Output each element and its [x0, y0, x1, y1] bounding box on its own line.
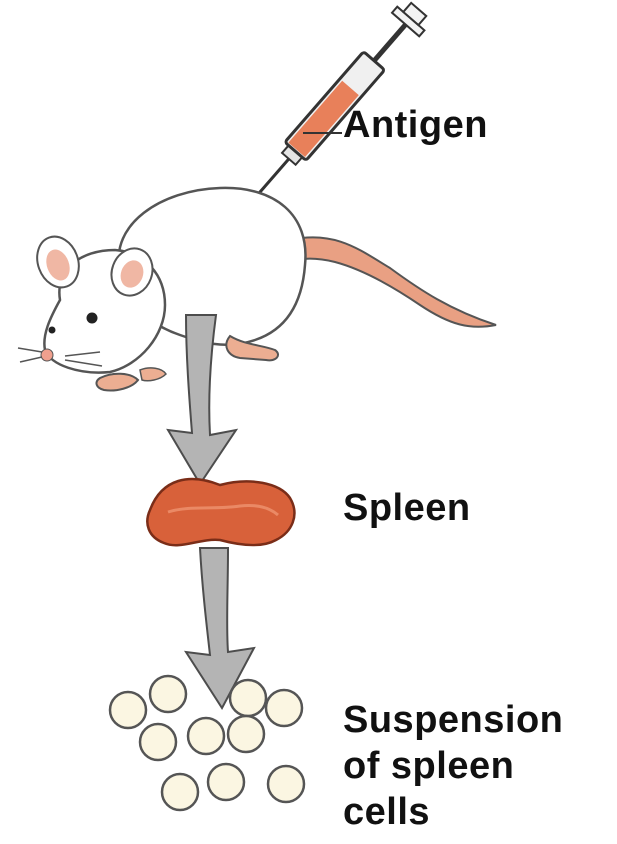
spleen-cells-label: Suspension of spleen cells	[343, 697, 563, 835]
spleen-cells-label-line-3: cells	[343, 789, 563, 835]
mouse-icon	[18, 188, 496, 391]
spleen-cells-label-line-1: Suspension	[343, 697, 563, 743]
spleen-icon	[147, 479, 294, 545]
spleen-label: Spleen	[343, 487, 471, 530]
spleen-cells-label-line-2: of spleen	[343, 743, 563, 789]
spleen-cells-icon	[110, 676, 304, 810]
antigen-label: Antigen	[343, 104, 488, 147]
